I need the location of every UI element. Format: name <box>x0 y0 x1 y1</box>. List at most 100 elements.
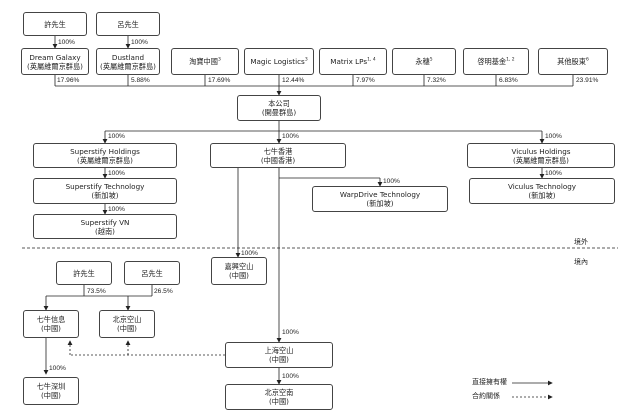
superstify-tech-box: Superstify Technology (新加坡) <box>33 178 177 204</box>
pct-jiaxing: 100% <box>241 250 258 257</box>
person-lu-box: 呂先生 <box>96 12 160 36</box>
onshore-person-lu-box: 呂先生 <box>124 261 180 285</box>
shareholder-note: 3 <box>304 57 308 63</box>
shareholder-note: 3 <box>217 57 221 63</box>
entity-sub: (新加坡) <box>366 199 394 208</box>
entity-name: Superstify Technology <box>65 182 145 191</box>
superstify-vn-box: Superstify VN (越南) <box>33 214 177 239</box>
hk-box: 七牛香港 (中國香港) <box>210 143 346 168</box>
pct-warpdrive: 100% <box>383 178 400 185</box>
beijing-kongshan-box: 北京空山 (中國) <box>99 310 155 338</box>
shareholder-sub: (英屬維爾京群島) <box>27 61 83 71</box>
shareholder-name: Dream Galaxy <box>29 52 81 62</box>
pct-magic-logistics: 12.44% <box>282 77 305 84</box>
pct-yongsui: 7.32% <box>427 77 446 84</box>
pct-beijing-kongnan: 100% <box>282 373 299 380</box>
entity-sub: (中國) <box>117 324 137 333</box>
onshore-person-hsu-box: 許先生 <box>56 261 112 285</box>
person-hsu-label: 許先生 <box>44 19 66 29</box>
shareholder-name: Dustland <box>111 52 145 62</box>
shareholder-name: 淘寶中國 <box>189 57 218 66</box>
entity-sub: (中國) <box>41 391 61 400</box>
pct-qiming: 6.83% <box>499 77 518 84</box>
legend-contract-label: 合約關係 <box>472 392 500 401</box>
offshore-label: 境外 <box>574 239 588 246</box>
entity-name: WarpDrive Technology <box>339 190 421 199</box>
onshore-person-lu: 呂先生 <box>141 268 163 278</box>
entity-name: 北京空南 <box>264 388 294 397</box>
entity-name: Viculus Holdings <box>511 146 571 156</box>
entity-sub: (中國) <box>269 355 289 364</box>
shareholder-qiming: 啓明基金1, 2 <box>463 48 529 75</box>
entity-name: Superstify VN <box>80 217 130 227</box>
pct-superstify-vn: 100% <box>108 206 125 213</box>
shareholder-note: 1, 2 <box>506 57 515 63</box>
pct-viculus-tech: 100% <box>545 170 562 177</box>
shareholder-name: 其他股東 <box>557 57 586 66</box>
pct-shanghai: 100% <box>282 329 299 336</box>
shareholder-note: 6 <box>585 57 589 63</box>
entity-name: 七牛深圳 <box>36 382 66 391</box>
pct-matrix: 7.97% <box>356 77 375 84</box>
jiaxing-box: 嘉興空山 (中國) <box>211 257 267 285</box>
viculus-holdings-box: Viculus Holdings (英屬維爾京群島) <box>467 143 615 168</box>
person-hsu-box: 許先生 <box>23 12 87 36</box>
entity-name: Viculus Technology <box>507 182 577 191</box>
pct-superstify-holdings: 100% <box>108 133 125 140</box>
entity-sub: (中國香港) <box>260 155 296 165</box>
shareholder-dustland: Dustland (英屬維爾京群島) <box>96 48 160 75</box>
entity-sub: (中國) <box>229 271 249 280</box>
shareholder-note: 1, 4 <box>367 57 376 63</box>
beijing-kongnan-box: 北京空南 (中國) <box>225 384 333 410</box>
entity-sub: (中國) <box>269 397 289 406</box>
onshore-person-hsu: 許先生 <box>73 268 95 278</box>
pct-shenzhen: 100% <box>49 365 66 372</box>
lu-pct-label: 100% <box>131 39 148 46</box>
entity-sub: (越南) <box>95 226 115 236</box>
pct-dream-galaxy: 17.96% <box>57 77 80 84</box>
shareholder-magic-logistics: Magic Logistics3 <box>244 48 314 75</box>
company-box: 本公司 (開曼群島) <box>237 95 321 121</box>
pct-hk: 100% <box>282 133 299 140</box>
shareholder-name: Magic Logistics <box>250 57 305 66</box>
shareholder-taobao: 淘寶中國3 <box>171 48 239 75</box>
legend-direct-label: 直接擁有權 <box>472 378 507 386</box>
entity-sub: (新加坡) <box>528 191 556 200</box>
entity-sub: (中國) <box>41 324 61 333</box>
shareholder-dream-galaxy: Dream Galaxy (英屬維爾京群島) <box>21 48 89 75</box>
company-name: 本公司 <box>268 99 290 108</box>
hsu-pct-label: 100% <box>58 39 75 46</box>
entity-name: 七牛信息 <box>36 315 66 324</box>
warpdrive-box: WarpDrive Technology (新加坡) <box>312 186 448 212</box>
viculus-tech-box: Viculus Technology (新加坡) <box>469 178 615 204</box>
shareholder-name: Matrix LPs <box>330 57 368 66</box>
entity-name: 上海空山 <box>264 346 294 355</box>
entity-sub: (新加坡) <box>91 191 119 200</box>
shareholder-others: 其他股東6 <box>538 48 608 75</box>
pct-viculus-holdings: 100% <box>545 133 562 140</box>
shenzhen-box: 七牛深圳 (中國) <box>23 377 79 405</box>
shareholder-name: 永穗 <box>415 57 430 66</box>
onshore-label: 境內 <box>574 259 588 266</box>
legend: 直接擁有權 合約關係 <box>472 378 507 401</box>
pct-dustland: 5.88% <box>131 77 150 84</box>
entity-sub: (英屬維爾京群島) <box>77 155 133 165</box>
shanghai-box: 上海空山 (中國) <box>225 342 333 368</box>
superstify-holdings-box: Superstify Holdings (英屬維爾京群島) <box>33 143 177 168</box>
entity-name: 北京空山 <box>112 315 142 324</box>
person-lu-label: 呂先生 <box>117 19 139 29</box>
entity-name: Superstify Holdings <box>70 146 140 156</box>
pct-lu-onshore: 26.5% <box>154 288 173 295</box>
shareholder-matrix-lps: Matrix LPs1, 4 <box>319 48 387 75</box>
shareholder-name: 啓明基金 <box>477 57 507 66</box>
company-sub: (開曼群島) <box>261 108 297 117</box>
pct-superstify-tech: 100% <box>108 170 125 177</box>
entity-name: 嘉興空山 <box>224 262 254 271</box>
entity-name: 七牛香港 <box>263 146 293 156</box>
shareholder-yongsui: 永穗5 <box>392 48 456 75</box>
shareholder-note: 5 <box>429 57 433 63</box>
shareholder-sub: (英屬維爾京群島) <box>100 61 156 71</box>
pct-taobao: 17.69% <box>208 77 231 84</box>
entity-sub: (英屬維爾京群島) <box>513 155 569 165</box>
